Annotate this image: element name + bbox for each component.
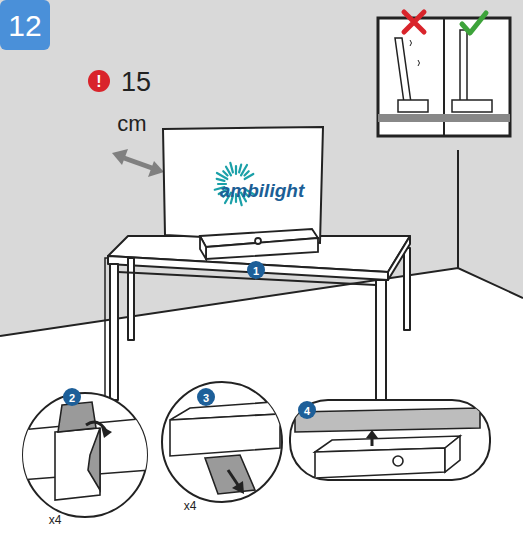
logo-ray: [226, 167, 231, 176]
callout-number: 3: [203, 393, 209, 404]
logo-ray: [223, 171, 227, 175]
warning-mark: !: [96, 74, 101, 90]
distance-unit: cm: [117, 113, 146, 135]
logo-ray: [230, 163, 233, 173]
callout-number: 1: [253, 266, 259, 277]
step-badge: [0, 0, 50, 50]
quantity-label: x4: [184, 500, 197, 512]
logo-ray: [235, 166, 237, 174]
logo-ray: [239, 165, 241, 173]
distance-arrow: [112, 149, 164, 177]
tv: [163, 127, 323, 243]
logo-ray: [244, 171, 248, 175]
detail-peel: [162, 382, 300, 502]
warning-icon: [88, 70, 110, 92]
brand-logo: ambilight: [220, 181, 304, 200]
detail-fold: [20, 393, 150, 517]
soundbar: [200, 229, 318, 259]
step-number: 12: [8, 11, 41, 41]
callout-discs: [63, 261, 316, 419]
quantity-label: x4: [49, 514, 62, 526]
distance-value: 15: [121, 69, 151, 96]
logo-ray: [245, 174, 254, 179]
inset: [378, 12, 510, 136]
detail-stick: [290, 400, 490, 480]
callout-number: 2: [69, 393, 75, 404]
callout-number: 4: [304, 406, 310, 417]
